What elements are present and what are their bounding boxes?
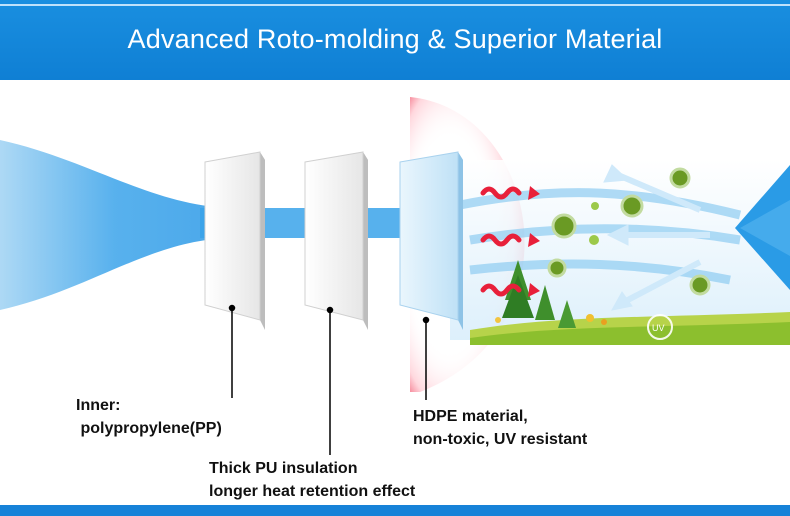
label-inner-pp-line1: Inner: xyxy=(76,397,121,414)
header-divider xyxy=(0,4,790,6)
layer-panel-pu xyxy=(304,151,368,330)
footer-bar xyxy=(0,505,790,516)
grass-shadow xyxy=(470,322,790,345)
label-inner-pp: Inner: polypropylene(PP) xyxy=(76,394,222,440)
small-arrows xyxy=(603,164,710,311)
pointer-lines xyxy=(228,304,430,455)
arrow-highlight xyxy=(740,200,790,256)
outdoor-sky xyxy=(450,160,790,340)
label-pu-insulation: Thick PU insulation longer heat retentio… xyxy=(209,457,415,503)
label-inner-pp-line2: polypropylene(PP) xyxy=(76,420,222,437)
label-hdpe-line2: non-toxic, UV resistant xyxy=(413,431,588,448)
header-banner: Advanced Roto-molding & Superior Materia… xyxy=(0,0,790,80)
page-title: Advanced Roto-molding & Superior Materia… xyxy=(127,24,663,54)
uv-badge-icon: UV xyxy=(647,314,673,340)
insulation-diagram: UV xyxy=(0,97,790,455)
tree-icon xyxy=(495,260,607,328)
heat-wave-icon xyxy=(480,186,522,297)
cold-air-stream xyxy=(0,140,230,310)
heat-arrow-heads xyxy=(528,186,540,297)
layer-panel-pp xyxy=(204,151,265,330)
label-pu-line1: Thick PU insulation xyxy=(209,460,358,477)
label-hdpe-line1: HDPE material, xyxy=(413,408,528,425)
label-hdpe: HDPE material, non-toxic, UV resistant xyxy=(413,405,587,451)
bacteria-icon xyxy=(547,167,711,296)
label-pu-line2: longer heat retention effect xyxy=(209,483,416,500)
svg-text:UV: UV xyxy=(652,323,665,333)
layer-panel-hdpe xyxy=(399,151,463,330)
